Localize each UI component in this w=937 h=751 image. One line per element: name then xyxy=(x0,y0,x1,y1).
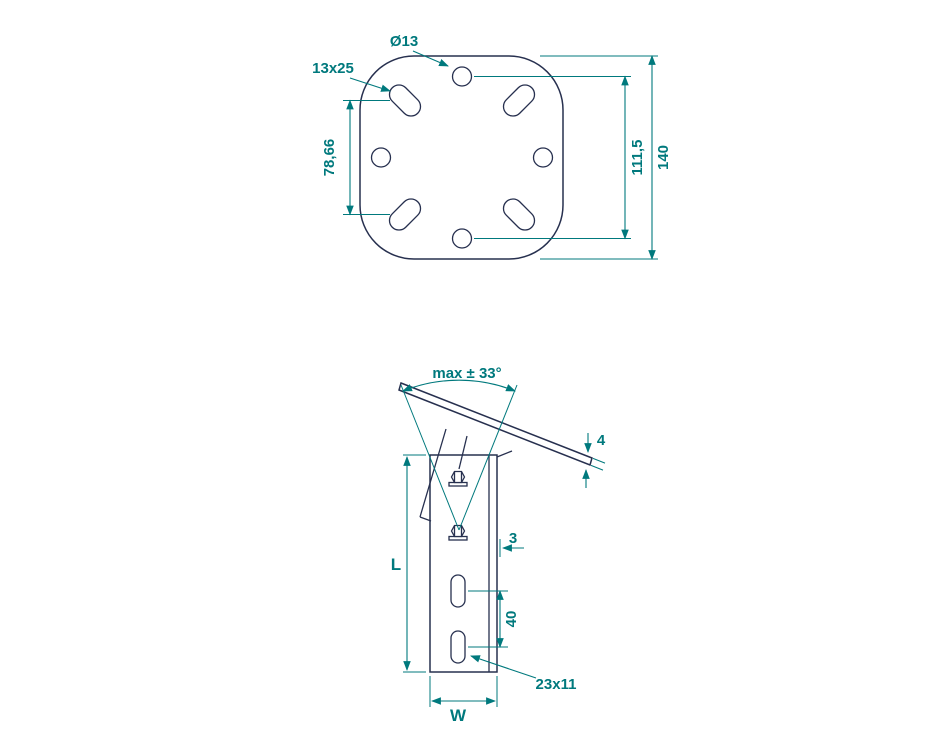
channel-slot-lower xyxy=(450,630,466,664)
dim-label-hole-diameter: Ø13 xyxy=(390,33,418,50)
dim-label-length: L xyxy=(391,555,401,574)
dim-hole-spacing: 111,5 xyxy=(474,75,646,240)
dim-plate-width: 140 xyxy=(540,55,672,260)
clamp-bolt xyxy=(448,524,468,541)
slot-bottom-left xyxy=(388,198,422,231)
dim-slot-spacing-vertical: 78,66 xyxy=(321,99,390,216)
dim-label-width: W xyxy=(450,706,467,725)
dim-width: W xyxy=(429,676,498,725)
dim-label-plate-width: 140 xyxy=(655,145,672,170)
hole-top xyxy=(451,66,473,87)
top-view-drawing: 78,66 111,5 140 Ø13 13x25 xyxy=(312,33,672,260)
hole-right xyxy=(532,147,554,168)
slot-top-right xyxy=(502,84,536,117)
dim-label-plate-thickness: 4 xyxy=(597,432,606,449)
callout-slot-size: 13x25 xyxy=(312,60,391,92)
dim-label-slot-size: 13x25 xyxy=(312,60,354,77)
dim-label-hole-spacing: 111,5 xyxy=(629,140,646,176)
tilt-range-indicator: max ± 33° xyxy=(400,365,518,531)
gusset-bottom-edge xyxy=(419,516,432,522)
gusset-left-edge xyxy=(419,428,447,518)
callout-channel-slot-size: 23x11 xyxy=(470,655,577,693)
dim-label-max-tilt: max ± 33° xyxy=(432,365,501,382)
pivot-bolt xyxy=(448,470,468,487)
hole-left xyxy=(370,147,392,168)
tilting-plate xyxy=(398,382,593,466)
callout-hole-diameter: Ø13 xyxy=(390,33,449,67)
dim-length: L xyxy=(391,454,426,673)
slot-top-left xyxy=(388,84,422,117)
dim-label-slot-spacing: 78,66 xyxy=(321,139,338,177)
slot-bottom-right xyxy=(502,198,536,231)
dim-wall-thickness: 3 xyxy=(499,530,524,557)
dim-label-wall-thickness: 3 xyxy=(509,530,517,547)
dim-label-channel-slot-size: 23x11 xyxy=(536,676,577,693)
dim-channel-slot-spacing: 40 xyxy=(468,590,520,648)
plate-support-edge xyxy=(496,450,513,458)
hole-bottom xyxy=(451,228,473,249)
gusset-right-edge xyxy=(458,435,468,470)
dim-label-channel-slot-spacing: 40 xyxy=(503,611,520,628)
dim-plate-thickness: 4 xyxy=(582,432,606,488)
channel-slot-upper xyxy=(450,574,466,608)
side-view-drawing: max ± 33° 4 3 L 40 xyxy=(391,365,606,725)
